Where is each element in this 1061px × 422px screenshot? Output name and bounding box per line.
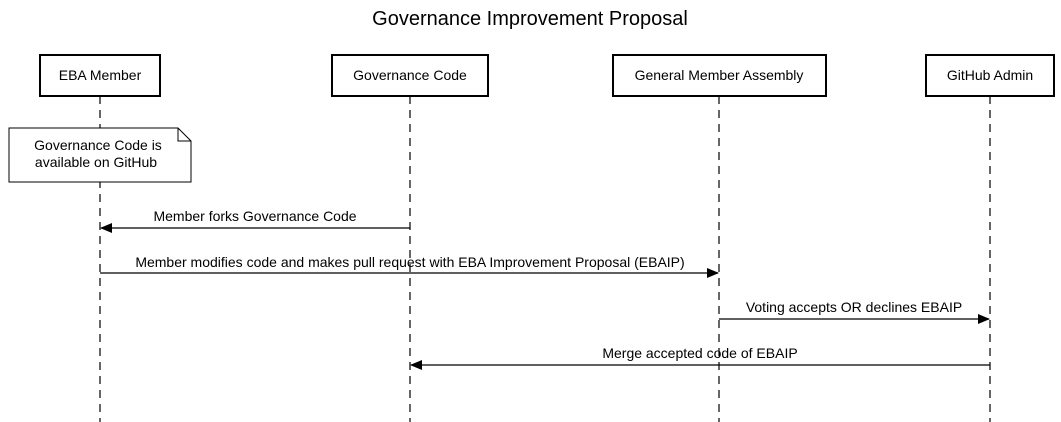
participant-box (925, 54, 1055, 97)
note-line-2: available on GitHub (35, 154, 157, 170)
message-fork: Member forks Governance Code (100, 208, 410, 233)
participant-label: General Member Assembly (635, 67, 804, 83)
message-voting: Voting accepts OR declines EBAIP (719, 299, 990, 324)
message-merge: Merge accepted code of EBAIP (410, 345, 990, 370)
note: Governance Code is available on GitHub (8, 127, 192, 183)
message-label: Member modifies code and makes pull requ… (135, 254, 684, 270)
note-fold (177, 128, 191, 142)
participant-eba-member: EBA Member (39, 54, 161, 97)
participant-box (612, 54, 827, 97)
message-label: Voting accepts OR declines EBAIP (746, 299, 962, 315)
message-label: Merge accepted code of EBAIP (602, 345, 797, 361)
participant-label: GitHub Admin (947, 67, 1033, 83)
participant-label: EBA Member (59, 67, 142, 83)
participant-governance-code: Governance Code (331, 54, 489, 97)
diagram-title: Governance Improvement Proposal (372, 8, 688, 30)
participant-label: Governance Code (353, 67, 467, 83)
participant-box (39, 54, 161, 97)
message-label: Member forks Governance Code (153, 208, 356, 224)
participant-general-member-assembly: General Member Assembly (612, 54, 827, 97)
note-line-1: Governance Code is (34, 137, 162, 153)
participant-box (331, 54, 489, 97)
message-pull-request: Member modifies code and makes pull requ… (100, 254, 719, 278)
participant-github-admin: GitHub Admin (925, 54, 1055, 97)
note-shape (8, 127, 192, 183)
